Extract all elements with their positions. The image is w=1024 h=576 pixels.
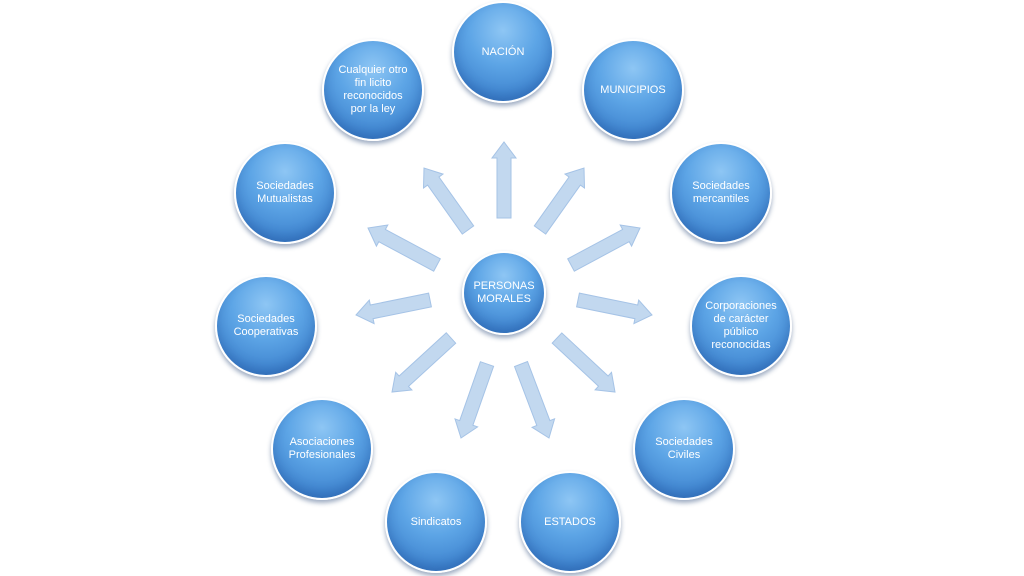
node-label: MUNICIPIOS	[600, 83, 666, 96]
node-label: ESTADOS	[544, 515, 596, 528]
node-municipios: MUNICIPIOS	[582, 39, 684, 141]
arrow-sindicatos	[454, 361, 495, 439]
arrow-sociedades-cooperativas	[355, 292, 432, 325]
node-label: Sociedades Civiles	[655, 436, 713, 461]
arrow-sociedades-mutualistas	[367, 224, 441, 272]
node-label: Sociedades Cooperativas	[233, 313, 299, 338]
arrow-estados	[513, 360, 556, 439]
node-sociedades-civiles: Sociedades Civiles	[633, 398, 735, 500]
node-label: Asociaciones Profesionales	[288, 436, 356, 461]
center-node-label: PERSONAS MORALES	[473, 280, 535, 305]
node-asociaciones-profesionales: Asociaciones Profesionales	[271, 398, 373, 500]
node-nacion: NACIÓN	[452, 1, 554, 103]
arrow-corporaciones	[576, 292, 653, 325]
node-sociedades-mutualistas: Sociedades Mutualistas	[234, 142, 336, 244]
arrow-sociedades-civiles	[551, 332, 616, 393]
node-sociedades-cooperativas: Sociedades Cooperativas	[215, 275, 317, 377]
arrow-nacion	[491, 141, 517, 219]
node-label: Cualquier otro fin licito reconocidos po…	[338, 64, 408, 115]
node-label: Corporaciones de carácter público recono…	[705, 300, 777, 351]
node-label: Sociedades Mutualistas	[256, 180, 314, 205]
center-node-personas-morales: PERSONAS MORALES	[462, 251, 546, 335]
arrow-sociedades-mercantiles	[567, 224, 641, 272]
node-label: NACIÓN	[481, 45, 525, 58]
arrow-municipios	[533, 167, 586, 235]
node-label: Sindicatos	[410, 515, 462, 528]
node-sindicatos: Sindicatos	[385, 471, 487, 573]
arrow-asociaciones-profesionales	[391, 332, 457, 393]
node-cualquier-otro-fin: Cualquier otro fin licito reconocidos po…	[322, 39, 424, 141]
node-sociedades-mercantiles: Sociedades mercantiles	[670, 142, 772, 244]
node-label: Sociedades mercantiles	[692, 180, 750, 205]
node-estados: ESTADOS	[519, 471, 621, 573]
node-corporaciones: Corporaciones de carácter público recono…	[690, 275, 792, 377]
arrow-cualquier-otro-fin	[422, 167, 475, 235]
